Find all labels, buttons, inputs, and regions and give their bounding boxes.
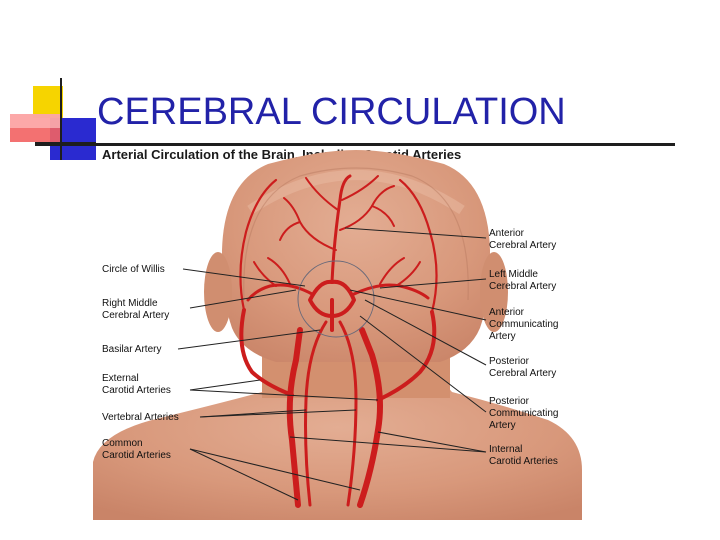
label-anterior-communicating-line1: Anterior: [489, 307, 525, 318]
label-posterior-cerebral-line1: Posterior: [489, 356, 530, 367]
right-vertebral: [304, 320, 328, 507]
label-posterior-communicating-line1: Posterior: [489, 396, 530, 407]
label-posterior-communicating-line2: Communicating: [489, 408, 559, 419]
circle-of-willis-ring: [297, 260, 375, 338]
label-anterior-communicating-line3: Artery: [489, 331, 516, 342]
label-internal-carotid-line1: Internal: [489, 444, 523, 455]
label-anterior-communicating-line2: Communicating: [489, 319, 559, 330]
label-vertebral-arteries: Vertebral Arteries: [102, 412, 179, 423]
anterior-cerebral: [330, 174, 352, 284]
logo-yellow-square: [33, 86, 63, 118]
slide-title: CEREBRAL CIRCULATION: [97, 91, 566, 133]
right-external-carotid: [239, 308, 294, 397]
skull-outline: [243, 167, 469, 301]
artery-network: [239, 174, 438, 508]
label-external-carotid-line1: External: [102, 373, 139, 384]
label-posterior-cerebral-line2: Cerebral Artery: [489, 368, 557, 379]
left-common-carotid: [357, 327, 383, 508]
left-vertebral: [338, 320, 358, 507]
label-posterior-communicating-line3: Artery: [489, 420, 516, 431]
logo-pink-fade: [10, 114, 60, 128]
skull-shading: [247, 170, 465, 215]
title-divider: [35, 143, 675, 146]
label-right-middle-cerebral-line1: Right Middle: [102, 298, 158, 309]
label-internal-carotid-line2: Carotid Arteries: [489, 456, 558, 467]
label-circle-of-willis: Circle of Willis: [102, 264, 165, 275]
label-left-middle-cerebral-line2: Cerebral Artery: [489, 281, 557, 292]
label-external-carotid-line2: Carotid Arteries: [102, 385, 171, 396]
label-common-carotid-line1: Common: [102, 438, 143, 449]
right-ear: [204, 252, 232, 332]
label-common-carotid-line2: Carotid Arteries: [102, 450, 171, 461]
label-basilar-artery: Basilar Artery: [102, 344, 162, 355]
label-left-middle-cerebral-line1: Left Middle: [489, 269, 538, 280]
leader-lines: [177, 227, 487, 501]
circle-of-willis: [308, 279, 356, 318]
shoulders: [93, 378, 582, 520]
label-right-middle-cerebral-line2: Cerebral Artery: [102, 310, 170, 321]
label-anterior-cerebral-line1: Anterior: [489, 228, 525, 239]
left-external-carotid: [376, 310, 437, 402]
head: [222, 150, 490, 362]
left-ear: [480, 252, 508, 332]
label-anterior-cerebral-line2: Cerebral Artery: [489, 240, 557, 251]
